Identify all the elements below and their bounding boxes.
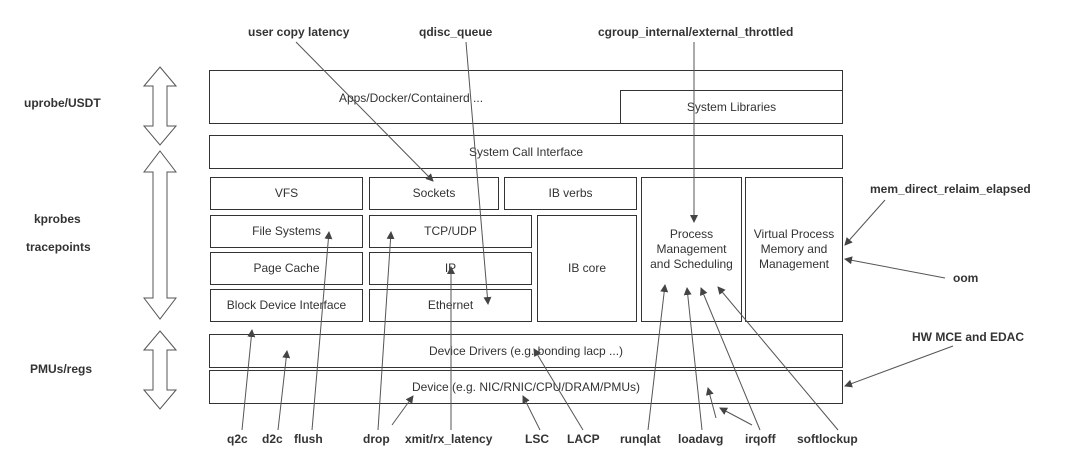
lacp-arrow: [533, 348, 584, 431]
irqoff-label: irqoff: [745, 432, 776, 446]
drop-arrow: [377, 231, 395, 431]
d2c-label: d2c: [262, 432, 283, 446]
ib-core-box: IB core: [537, 215, 637, 322]
flush-label: flush: [294, 432, 323, 446]
vfs-label: VFS: [274, 186, 299, 200]
ib-verbs-label: IB verbs: [548, 186, 593, 200]
loadavg-label: loadavg: [678, 432, 724, 446]
pmus-range-arrow: [143, 330, 177, 410]
ib-core-label: IB core: [567, 261, 606, 275]
xmit-rx-latency-label: xmit/rx_latency: [405, 432, 493, 446]
system-libraries-label: System Libraries: [686, 99, 777, 114]
q2c-label: q2c: [227, 432, 248, 446]
loadavg-arrow: [683, 287, 703, 431]
d2c-arrow: [277, 350, 291, 431]
process-management-box: Process Management and Scheduling: [641, 177, 742, 322]
ethernet-box: Ethernet: [369, 289, 532, 322]
qdisc-queue-label: qdisc_queue: [419, 25, 493, 39]
virtual-memory-box: Virtual Process Memory and Management: [745, 177, 843, 322]
pmus-regs-label: PMUs/regs: [30, 362, 93, 376]
loadavg-device-arrow: [705, 387, 717, 419]
vfs-box: VFS: [210, 177, 363, 210]
file-systems-label: File Systems: [252, 224, 321, 238]
hw-mce-edac-label: HW MCE and EDAC: [912, 330, 1024, 344]
system-libraries-box: System Libraries: [620, 90, 843, 124]
uprobe-usdt-label: uprobe/USDT: [24, 96, 101, 110]
runqlat-arrow: [647, 284, 669, 431]
system-call-interface-box: System Call Interface: [209, 135, 843, 169]
irqoff-device-arrow: [719, 407, 753, 426]
mem-direct-arrow: [844, 199, 886, 246]
lacp-label: LACP: [567, 432, 600, 446]
block-device-interface-label: Block Device Interface: [226, 298, 347, 312]
virtual-memory-label: Virtual Process Memory and Management: [753, 227, 835, 271]
oom-label: oom: [953, 271, 979, 285]
page-cache-label: Page Cache: [253, 261, 320, 275]
oom-arrow: [844, 256, 946, 279]
device-drivers-box: Device Drivers (e.g. bonding lacp ...): [209, 334, 843, 368]
flush-arrow: [311, 231, 333, 431]
q2c-arrow: [241, 329, 256, 431]
user-copy-latency-label: user copy latency: [248, 25, 350, 39]
tcp-udp-label: TCP/UDP: [424, 224, 477, 238]
device-drivers-label: Device Drivers (e.g. bonding lacp ...): [428, 343, 624, 358]
irqoff-arrow: [699, 287, 761, 431]
qdisc-queue-arrow: [465, 41, 492, 305]
kprobes-range-arrow: [143, 150, 177, 320]
hw-mce-arrow: [844, 345, 954, 388]
drop-label: drop: [363, 432, 390, 446]
page-cache-box: Page Cache: [210, 252, 363, 285]
tcp-udp-box: TCP/UDP: [369, 215, 532, 248]
lsc-arrow: [522, 395, 541, 431]
uprobe-range-arrow: [143, 66, 177, 146]
runqlat-label: runqlat: [620, 432, 661, 446]
device-label: Device (e.g. NIC/RNIC/CPU/DRAM/PMUs): [411, 379, 641, 394]
cgroup-throttled-label: cgroup_internal/external_throttled: [598, 25, 794, 39]
sockets-label: Sockets: [412, 186, 456, 200]
process-management-label: Process Management and Scheduling: [650, 227, 733, 271]
softlockup-arrow: [717, 286, 839, 431]
ib-verbs-box: IB verbs: [504, 177, 637, 210]
tracepoints-label: tracepoints: [26, 240, 91, 254]
block-device-interface-box: Block Device Interface: [210, 289, 363, 322]
system-call-interface-label: System Call Interface: [468, 144, 584, 159]
user-copy-arrow: [295, 41, 434, 182]
file-systems-box: File Systems: [210, 215, 363, 248]
softlockup-label: softlockup: [797, 432, 858, 446]
mem-direct-reclaim-label: mem_direct_relaim_elapsed: [870, 182, 1031, 196]
apps-box-label: Apps/Docker/Containerd ...: [338, 91, 484, 105]
lsc-label: LSC: [525, 432, 549, 446]
kprobes-label: kprobes: [34, 212, 81, 226]
drop-device-arrow: [391, 395, 414, 426]
